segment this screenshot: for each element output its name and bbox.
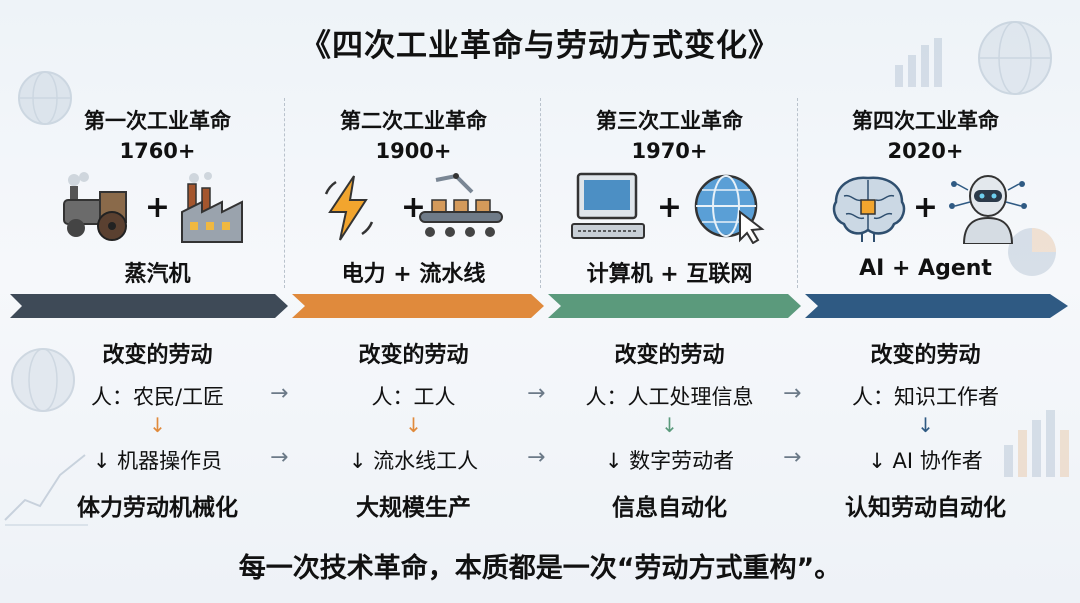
timeline-arrow — [10, 294, 1068, 318]
labor-from: 人：农民/工匠 — [90, 385, 225, 409]
era-year: 2020+ — [887, 139, 964, 163]
plus-sign: + — [400, 190, 427, 225]
revolution-column-3: 第三次工业革命 1970+ + 计算机 + 互联网 改变的劳动 人：人工处理信息… — [542, 0, 797, 603]
flow-arrow: → — [783, 381, 802, 406]
plus-sign: + — [912, 190, 939, 225]
timeline-segment-1 — [10, 294, 288, 318]
result-label: 大规模生产 — [356, 495, 471, 521]
flow-arrow: → — [783, 445, 802, 470]
page-title: 《四次工业革命与劳动方式变化》 — [300, 28, 780, 64]
flow-arrow: → — [270, 445, 289, 470]
globe-decoration-icon — [18, 71, 72, 125]
plus-sign: + — [656, 190, 683, 225]
icon-row — [798, 172, 1053, 244]
computer-icon — [571, 172, 645, 239]
era-heading: 第二次工业革命 1900+ — [286, 106, 541, 166]
result-label: 信息自动化 — [612, 495, 727, 521]
revolution-column-2: 第二次工业革命 1900+ + 电力 + 流水线 改变的劳动 人：工人 ↓ ↓ … — [286, 0, 541, 603]
column-divider — [284, 98, 285, 288]
footer-summary: 每一次技术革命，本质都是一次“劳动方式重构”。 — [238, 553, 842, 584]
timeline-segment-3 — [548, 294, 801, 318]
assembly-line-icon — [419, 173, 503, 237]
labor-from: 人：知识工作者 — [852, 385, 999, 409]
change-heading: 改变的劳动 — [102, 343, 213, 368]
flow-arrow: → — [527, 445, 546, 470]
era-heading: 第三次工业革命 1970+ — [542, 106, 797, 166]
icon-row — [30, 172, 285, 244]
labor-to: ↓ 数字劳动者 — [604, 449, 735, 473]
labor-to: ↓ 机器操作员 — [92, 449, 223, 473]
era-name: 第二次工业革命 — [340, 109, 487, 133]
down-arrow: ↓ — [149, 413, 166, 437]
labor-to: ↓ AI 协作者 — [868, 449, 983, 473]
tech-label: AI + Agent — [859, 256, 992, 281]
era-name: 第三次工业革命 — [596, 109, 743, 133]
tech-label: 计算机 + 互联网 — [586, 262, 753, 287]
bar-chart-decoration-icon — [895, 38, 942, 87]
flow-arrow: → — [527, 381, 546, 406]
change-heading: 改变的劳动 — [870, 343, 981, 368]
timeline-segment-2 — [292, 294, 544, 318]
pie-chart-decoration-icon — [1008, 228, 1056, 276]
tech-label: 电力 + 流水线 — [341, 262, 486, 287]
steam-engine-icon — [63, 172, 127, 241]
down-arrow: ↓ — [917, 413, 934, 437]
era-heading: 第四次工业革命 2020+ — [798, 106, 1053, 166]
era-year: 1900+ — [375, 139, 452, 163]
era-name: 第一次工业革命 — [84, 109, 231, 133]
globe-decoration-icon — [11, 348, 75, 412]
era-year: 1760+ — [119, 139, 196, 163]
icon-row — [286, 172, 541, 244]
bar-chart-decoration-icon — [1004, 410, 1069, 477]
era-year: 1970+ — [631, 139, 708, 163]
factory-icon — [181, 172, 243, 243]
labor-to: ↓ 流水线工人 — [348, 449, 479, 473]
timeline-segment-4 — [805, 294, 1068, 318]
labor-from: 人：人工处理信息 — [585, 385, 754, 409]
result-label: 认知劳动自动化 — [845, 495, 1006, 521]
down-arrow: ↓ — [661, 413, 678, 437]
era-heading: 第一次工业革命 1760+ — [30, 106, 285, 166]
revolution-column-1: 第一次工业革命 1760+ + 蒸汽机 改变的劳动 人：农民/工匠 ↓ ↓ 机器… — [30, 0, 285, 603]
change-heading: 改变的劳动 — [358, 343, 469, 368]
column-divider — [540, 98, 541, 288]
down-arrow: ↓ — [405, 413, 422, 437]
plus-sign: + — [144, 190, 171, 225]
globe-decoration-icon — [978, 21, 1052, 95]
brain-chip-icon — [832, 176, 906, 242]
change-heading: 改变的劳动 — [614, 343, 725, 368]
era-name: 第四次工业革命 — [852, 109, 999, 133]
lightning-icon — [324, 175, 374, 241]
flow-arrow: → — [270, 381, 289, 406]
tech-label: 蒸汽机 — [124, 262, 191, 287]
icon-row — [542, 172, 797, 244]
result-label: 体力劳动机械化 — [77, 495, 238, 521]
revolution-column-4: 第四次工业革命 2020+ + AI + Agent 改变的劳动 人：知识工作者… — [798, 0, 1053, 603]
line-chart-decoration-icon — [4, 454, 88, 526]
robot-agent-icon — [949, 175, 1027, 244]
column-divider — [797, 98, 798, 288]
globe-cursor-icon — [694, 174, 765, 244]
labor-from: 人：工人 — [371, 385, 456, 409]
